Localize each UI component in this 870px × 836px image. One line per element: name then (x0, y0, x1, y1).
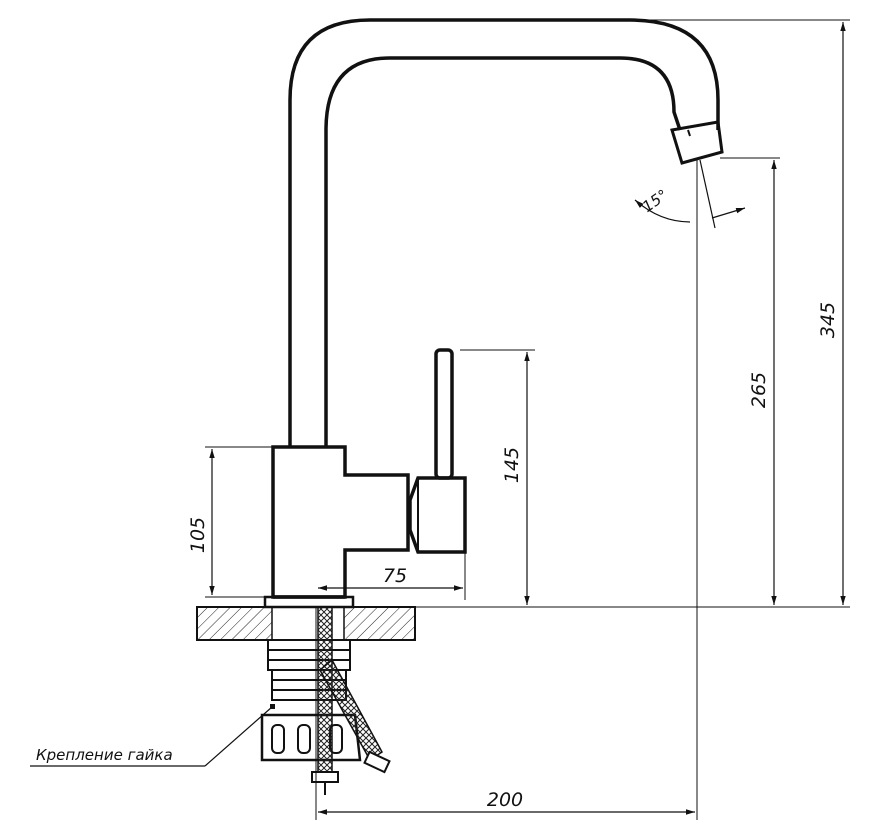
callout-label: Крепление гайка (36, 746, 173, 764)
spout-inner (324, 56, 682, 447)
spout (288, 18, 720, 447)
lever-handle (408, 348, 467, 554)
dim-angle: 15° (639, 186, 671, 216)
callout-dot (270, 704, 275, 709)
dimension-lines (209, 22, 846, 815)
supply-hoses (311, 606, 391, 795)
dim-200: 200 (487, 789, 523, 811)
countertop (196, 606, 416, 641)
dim-75: 75 (383, 565, 407, 587)
spout-outlet (670, 120, 724, 165)
dim-105: 105 (187, 517, 209, 553)
faucet-body (263, 445, 410, 609)
callout-leader (30, 706, 273, 767)
extension-lines (205, 19, 850, 820)
dim-145: 145 (501, 447, 523, 483)
dim-265: 265 (748, 372, 770, 408)
dim-345: 345 (817, 302, 839, 338)
